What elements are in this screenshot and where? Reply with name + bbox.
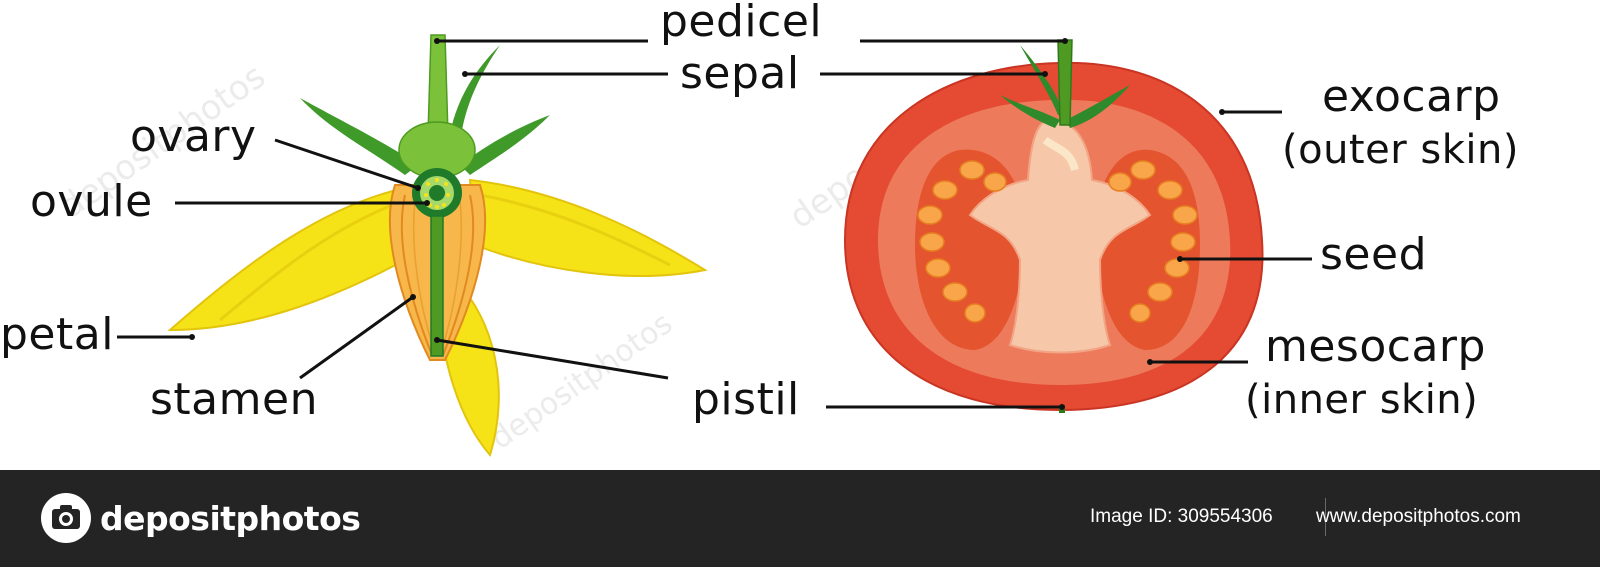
brand-name: depositphotos: [100, 498, 361, 538]
leader-lines: [117, 39, 1312, 409]
label-ovule: ovule: [30, 176, 153, 227]
diagram-svg: depositphotos depositphotos depositphoto…: [52, 34, 1312, 458]
tomato-sepals: [1000, 45, 1130, 128]
footer-divider: [1325, 498, 1326, 536]
brand-logo[interactable]: depositphotos: [40, 492, 361, 544]
leader-pistil: [436, 338, 669, 380]
footer-bar: depositphotos Image ID: 309554306 www.de…: [0, 470, 1600, 567]
tomato-core: [968, 118, 1152, 354]
label-ovary: ovary: [130, 111, 257, 162]
camera-icon: [41, 493, 91, 543]
label-stamen: stamen: [150, 374, 318, 425]
diagram-stage: depositphotos depositphotos depositphoto…: [0, 0, 1519, 458]
pedicel: [427, 34, 449, 136]
label-exocarp-note: (outer skin): [1282, 127, 1519, 173]
image-id: Image ID: 309554306: [1090, 506, 1273, 527]
label-mesocarp: mesocarp: [1265, 321, 1486, 372]
label-exocarp: exocarp: [1322, 71, 1501, 122]
leader-ovary: [274, 138, 419, 190]
leader-stamen: [299, 295, 414, 380]
label-mesocarp-note: (inner skin): [1245, 377, 1479, 423]
tomato-stem: [1057, 39, 1073, 126]
label-petal: petal: [0, 309, 114, 360]
tomato: [843, 39, 1264, 413]
svg-text:depositphotos: depositphotos: [485, 306, 679, 457]
sepal-left: [300, 98, 418, 175]
label-seed: seed: [1320, 229, 1427, 280]
pistil-style: [430, 215, 444, 357]
label-pistil: pistil: [692, 374, 800, 425]
label-sepal: sepal: [680, 48, 800, 99]
sepal-top: [452, 45, 500, 130]
sepal-right: [460, 115, 550, 175]
site-url[interactable]: www.depositphotos.com: [1316, 506, 1521, 527]
seeds: [917, 160, 1198, 323]
petal-left: [167, 183, 422, 332]
flower: [167, 34, 708, 458]
label-pedicel: pedicel: [660, 0, 823, 47]
